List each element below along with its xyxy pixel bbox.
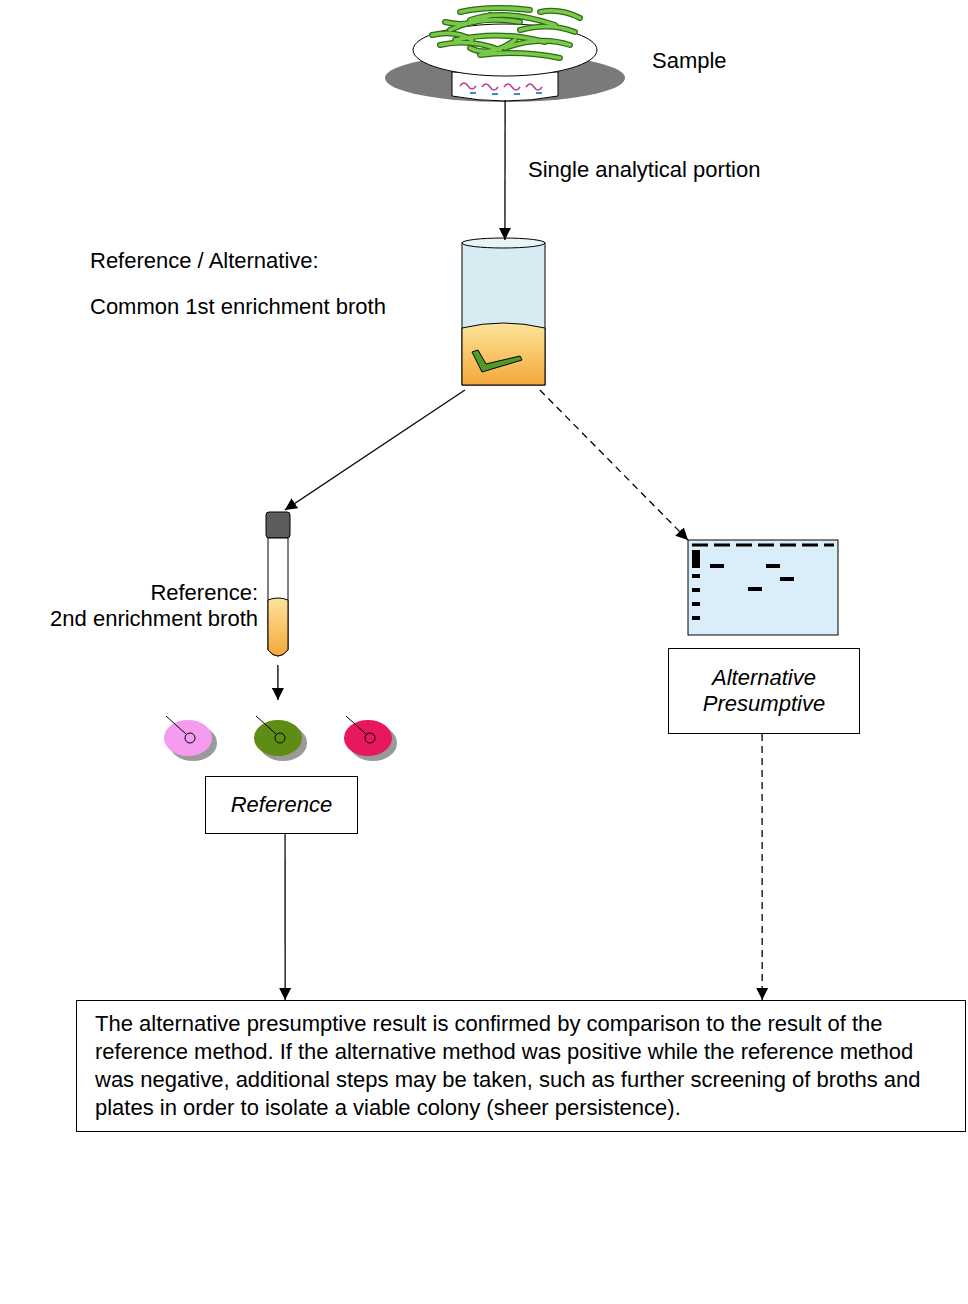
edge-label: Single analytical portion: [525, 157, 763, 183]
sample-plate: [385, 8, 625, 102]
enrichment-beaker: [462, 238, 545, 385]
node-text: Reference: [212, 792, 351, 818]
alternative-node: Alternative Presumptive: [668, 540, 860, 734]
arrow: [284, 834, 285, 1000]
arrow: [277, 665, 278, 700]
node-text: Reference / Alternative:: [90, 248, 450, 274]
node-text: Sample: [652, 48, 730, 74]
outline-box: Reference: [205, 776, 358, 834]
arrow: [285, 390, 465, 510]
node-text: The alternative presumptive result is co…: [95, 1010, 947, 1122]
agar-plates: [164, 716, 397, 761]
outline-box: Alternative Presumptive: [668, 648, 860, 734]
node-text: 2nd enrichment broth: [20, 606, 258, 632]
reference-node: Reference: [165, 700, 395, 834]
gel-image: [688, 540, 838, 635]
node-text: Reference:: [20, 580, 258, 606]
dashed-arrow: [761, 734, 762, 1000]
sample-node: Sample: [470, 0, 730, 100]
first-enrichment-node: Reference / Alternative: Common 1st enric…: [90, 240, 550, 390]
second-enrichment-node: Reference:2nd enrichment broth: [20, 510, 300, 665]
node-text: Common 1st enrichment broth: [90, 294, 450, 320]
arrow: [504, 100, 505, 240]
conclusion-box: The alternative presumptive result is co…: [76, 1000, 966, 1132]
enrichment-tube: [266, 512, 290, 656]
dashed-arrow: [540, 390, 688, 540]
node-text: Alternative Presumptive: [677, 665, 851, 717]
